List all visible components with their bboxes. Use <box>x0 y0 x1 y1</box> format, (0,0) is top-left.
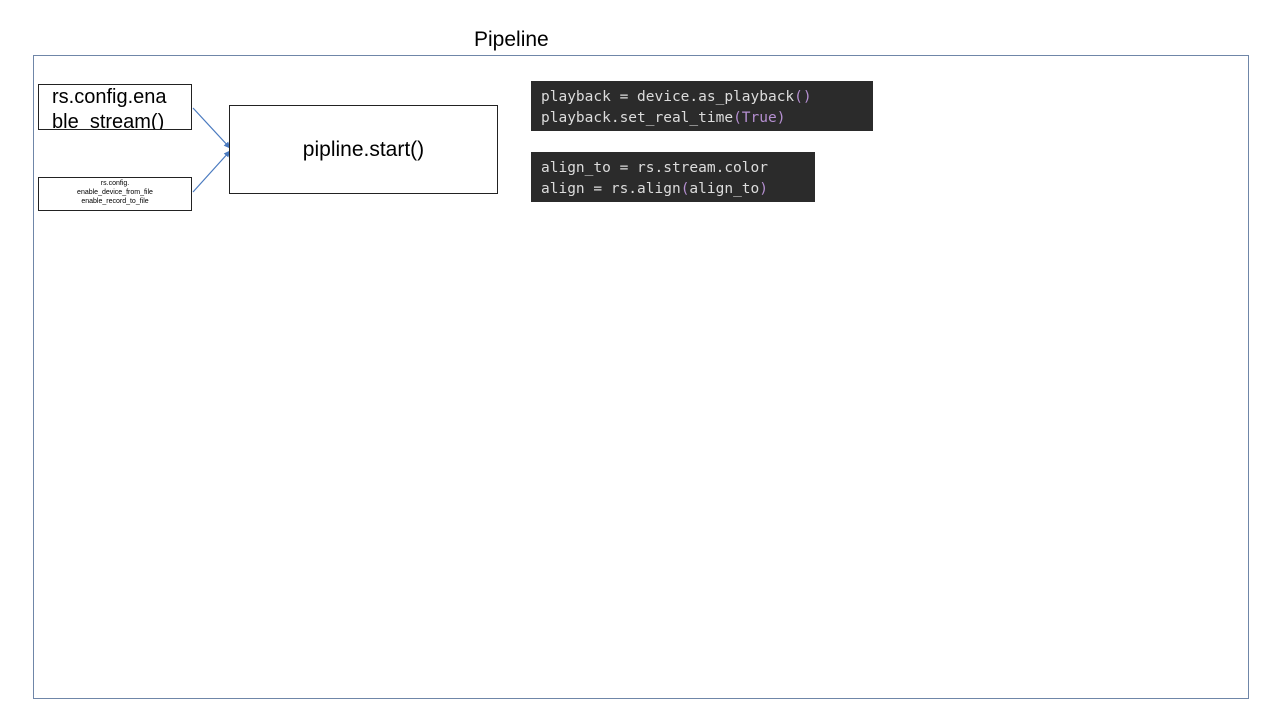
playback-code-line-2: playback.set_real_time(True) <box>541 108 863 129</box>
enable-stream-box: rs.config.ena ble_stream() <box>38 84 192 130</box>
align-code-line-2: align = rs.align(align_to) <box>541 179 805 200</box>
enable-file-line-2: enable_device_from_file <box>77 189 153 196</box>
enable-file-box: rs.config. enable_device_from_file enabl… <box>38 177 192 211</box>
enable-file-line-3: enable_record_to_file <box>81 198 149 205</box>
align-code-line-2-paren-open: ( <box>680 181 690 197</box>
enable-stream-line-2: ble_stream() <box>52 111 165 130</box>
page-title: Pipeline <box>474 28 549 51</box>
pipeline-start-label: pipline.start() <box>302 137 425 161</box>
pipeline-start-box: pipline.start() <box>229 105 498 194</box>
align-code-line-1-text: align_to = rs.stream.color <box>541 160 768 176</box>
align-code-line-2-text: align = rs.align <box>541 181 681 197</box>
enable-file-line-1: rs.config. <box>100 180 130 187</box>
enable-stream-line-1: rs.config.ena <box>52 86 167 108</box>
align-code-block: align_to = rs.stream.color align = rs.ali… <box>531 152 815 202</box>
playback-code-line-1: playback = device.as_playback() <box>541 87 863 108</box>
playback-code-block: playback = device.as_playback()playback.… <box>531 81 873 131</box>
playback-code-line-1-text: playback = device.as_playback <box>541 89 795 105</box>
playback-code-line-2-paren: (True) <box>733 110 786 126</box>
diagram-frame <box>33 55 1249 699</box>
align-code-line-2-arg: align_to <box>689 181 760 197</box>
align-code-line-1: align_to = rs.stream.color <box>541 158 805 179</box>
align-code-line-2-paren-close: ) <box>759 181 768 197</box>
playback-code-line-2-text: playback.set_real_time <box>541 110 734 126</box>
playback-code-line-1-paren: () <box>794 89 812 105</box>
